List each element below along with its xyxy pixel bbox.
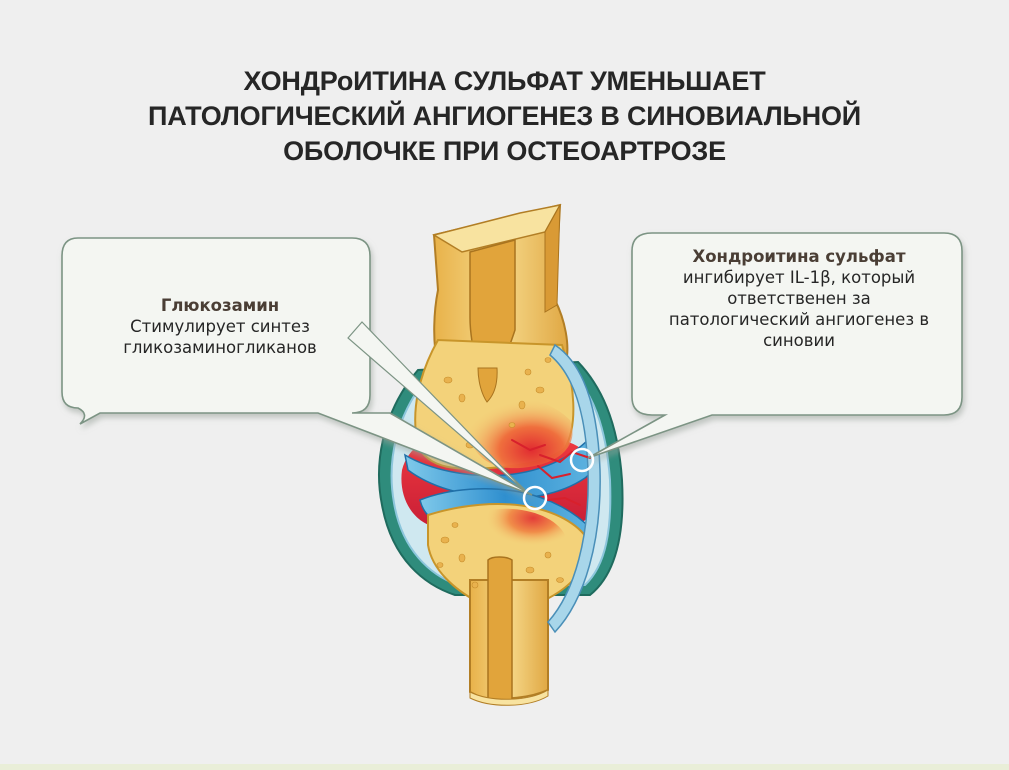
chondroitin-callout-bubble	[587, 232, 963, 459]
glucosamine-line-1: Стимулирует синтез	[130, 317, 310, 336]
glucosamine-marker	[522, 485, 548, 511]
title-line-2: ПАТОЛОГИЧЕСКИЙ АНГИОГЕНЕЗ В СИНОВИАЛЬНОЙ	[148, 101, 861, 131]
upper-marrow-extension	[477, 367, 498, 403]
chondroitin-line-4: синовии	[763, 331, 835, 350]
bottom-strip	[0, 764, 1009, 770]
chondroitin-line-1: ингибирует IL-1β, который	[682, 268, 916, 287]
chondroitin-heading: Хондроитина сульфат	[692, 247, 906, 266]
joint	[378, 203, 624, 706]
glucosamine-line-2: гликозаминогликанов	[123, 338, 317, 357]
glucosamine-heading: Глюкозамин	[160, 296, 280, 315]
lower-bone-cut-face	[469, 689, 549, 706]
chondroitin-line-2: ответственен за	[727, 289, 871, 308]
title-line-3: ОБОЛОЧКЕ ПРИ ОСТЕОАРТРОЗЕ	[283, 136, 726, 166]
chondroitin-callout-text: Хондроитина сульфат ингибирует IL-1β, ко…	[640, 246, 958, 351]
upper-inflammation	[470, 395, 573, 469]
lower-inflammation	[485, 508, 565, 556]
page-title: ХОНДРоИТИНА СУЛЬФАТ УМЕНЬШАЕТ ПАТОЛОГИЧЕ…	[0, 64, 1009, 169]
blood-vessels	[511, 439, 591, 506]
chondroitin-callout	[587, 232, 963, 459]
ligament	[547, 343, 601, 634]
title-line-1: ХОНДРоИТИНА СУЛЬФАТ УМЕНЬШАЕТ	[243, 66, 766, 96]
glucosamine-callout-bubble	[61, 237, 533, 496]
glucosamine-callout	[61, 237, 533, 496]
chondroitin-marker	[569, 447, 595, 473]
chondroitin-line-3: патологический ангиогенез в	[668, 310, 930, 329]
glucosamine-pointer-wedge	[347, 321, 527, 493]
lower-marrow-canal	[487, 556, 513, 701]
glucosamine-callout-text: Глюкозамин Стимулирует синтез гликозамин…	[64, 295, 376, 358]
upper-bone-side	[544, 204, 561, 313]
